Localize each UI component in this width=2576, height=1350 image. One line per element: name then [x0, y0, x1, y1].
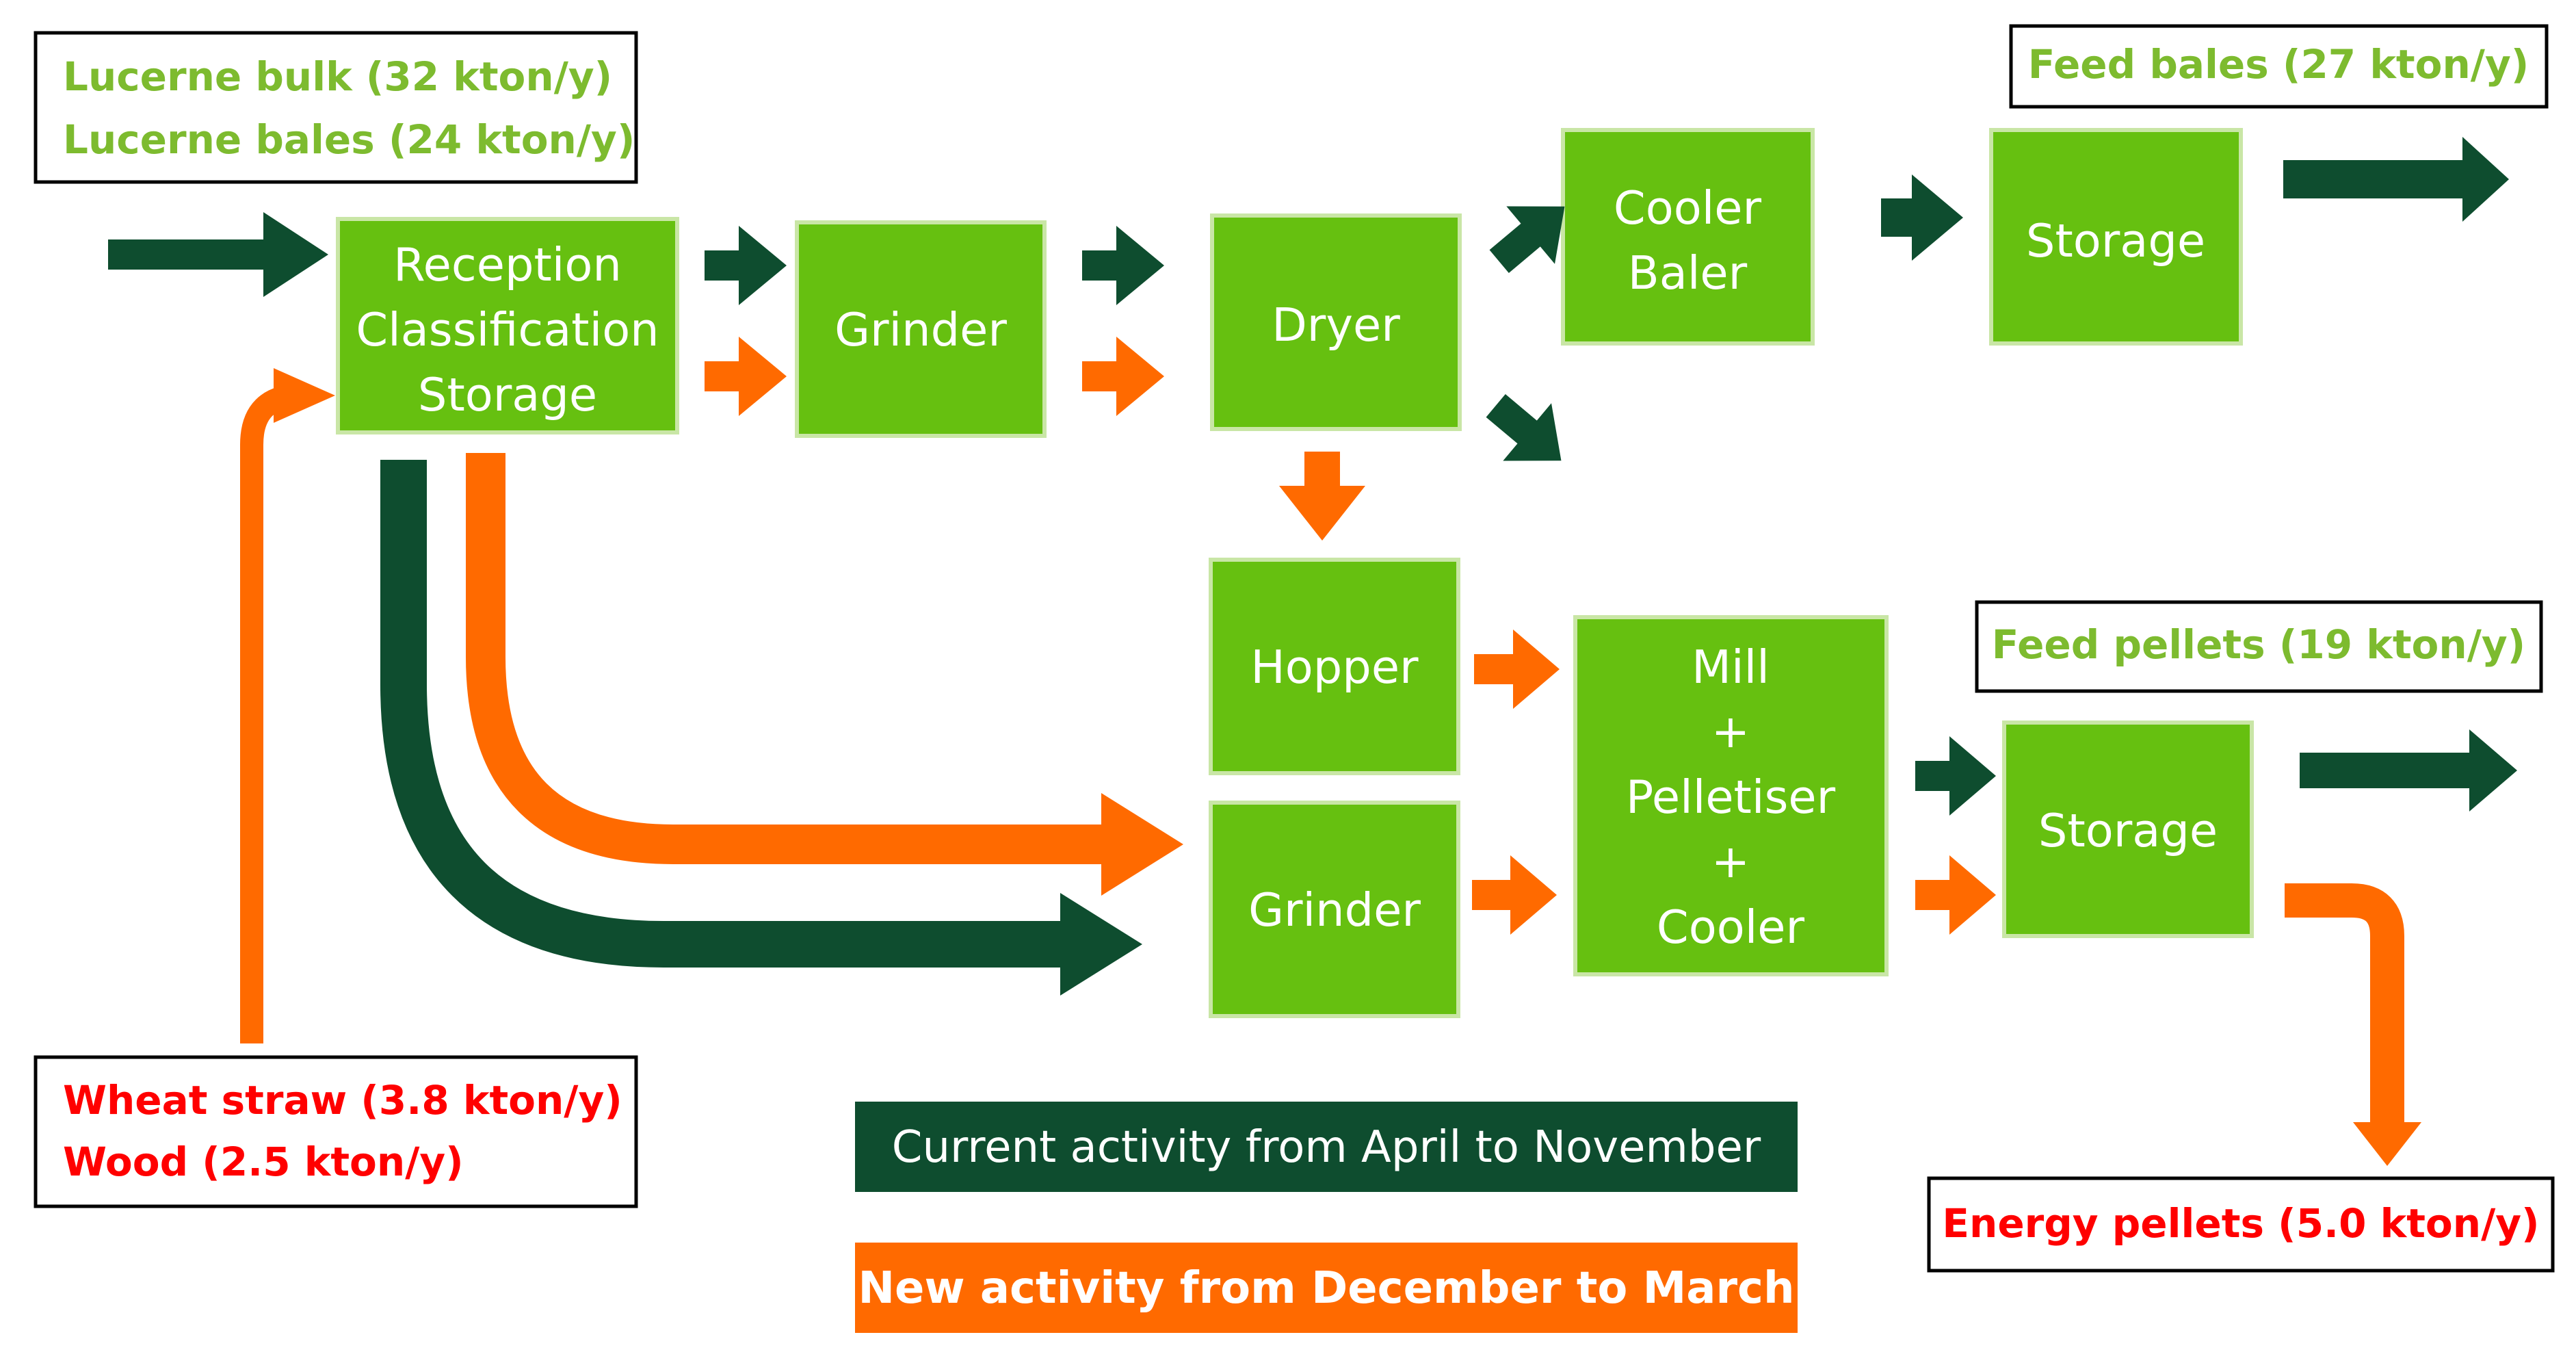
grinder-to-dryer-green-arrow [1082, 226, 1164, 305]
cooler-label: Cooler [1614, 181, 1762, 235]
storage-top-label: Storage [2026, 214, 2205, 268]
legend-new-label: New activity from December to March [858, 1263, 1794, 1314]
plus-label-2: + [1711, 835, 1750, 888]
straw-wood-input-arrow-line [240, 384, 302, 1043]
grinder-bottom-label: Grinder [1248, 883, 1421, 937]
hopper-label: Hopper [1250, 640, 1419, 694]
grinder-to-dryer-orange-arrow [1082, 337, 1164, 416]
mill-pelletiser-cooler-box: Mill + Pelletiser + Cooler [1573, 615, 1889, 976]
straw-wood-input-arrowhead [274, 368, 335, 423]
pelletiser-label: Pelletiser [1626, 770, 1836, 824]
dryer-label: Dryer [1272, 298, 1400, 352]
storage-top-box: Storage [1989, 128, 2243, 346]
mill-to-storage-green-arrow [1915, 736, 1996, 816]
dryer-to-hopper-arrow [1279, 452, 1365, 541]
legend-current-label: Current activity from April to November [892, 1122, 1761, 1173]
storage-bottom-label: Storage [2038, 804, 2218, 857]
wheat-straw-label: Wheat straw (3.8 kton/y) [63, 1077, 622, 1124]
legend-new-activity: New activity from December to March [855, 1243, 1798, 1333]
grinder-top-label: Grinder [834, 303, 1007, 356]
grinder-bottom-box: Grinder [1209, 801, 1460, 1018]
lucerne-input-arrow [108, 212, 328, 297]
cooler-baler-box: Cooler Baler [1561, 128, 1815, 346]
mill-label: Mill [1692, 640, 1770, 694]
wood-label: Wood (2.5 kton/y) [63, 1139, 464, 1185]
energy-pellets-output-box: Energy pellets (5.0 kton/y) [1927, 1176, 2555, 1273]
reception-classification-storage-box: Reception Classification Storage [336, 217, 679, 434]
plus-label-1: + [1711, 705, 1750, 758]
classification-label: Classification [356, 303, 659, 356]
reception-to-grinder-orange-arrow [705, 337, 787, 416]
feed-pellets-output-box: Feed pellets (19 kton/y) [1975, 600, 2543, 693]
dryer-box: Dryer [1210, 213, 1462, 431]
reception-to-grinder-green-arrow [705, 226, 787, 305]
baler-label: Baler [1628, 246, 1748, 300]
lucerne-input-box: Lucerne bulk (32 kton/y) Lucerne bales (… [34, 31, 638, 184]
reception-to-bottom-grinder-orange-arrow [466, 453, 1183, 896]
hopper-box: Hopper [1209, 558, 1460, 775]
reception-to-bottom-grinder-green-arrow [380, 460, 1142, 996]
feed-pellets-label: Feed pellets (19 kton/y) [1992, 621, 2525, 668]
feed-bales-output-box: Feed bales (27 kton/y) [2009, 24, 2549, 109]
mill-to-storage-orange-arrow [1915, 855, 1996, 935]
feed-bales-label: Feed bales (27 kton/y) [2028, 41, 2529, 88]
cooler-bottom-label: Cooler [1657, 900, 1805, 954]
feed-pellets-output-arrow [2300, 729, 2517, 812]
storage-to-energy-pellets-arrow [2285, 883, 2404, 1122]
reception-label: Reception [393, 238, 622, 291]
lucerne-bulk-label: Lucerne bulk (32 kton/y) [63, 53, 612, 100]
storage-label: Storage [418, 368, 597, 421]
dryer-to-cooler-baler-arrow [1489, 206, 1565, 273]
cooler-baler-to-storage-arrow [1881, 174, 1963, 261]
hopper-to-mill-arrow [1474, 629, 1560, 709]
grinder-top-box: Grinder [795, 220, 1047, 438]
energy-pellets-label: Energy pellets (5.0 kton/y) [1942, 1200, 2539, 1247]
feed-bales-output-arrow [2283, 137, 2509, 222]
energy-pellets-arrowhead [2353, 1122, 2421, 1166]
dryer-diagonal-down-arrow [1486, 394, 1562, 461]
storage-bottom-box: Storage [2002, 721, 2254, 938]
lucerne-bales-label: Lucerne bales (24 kton/y) [63, 116, 635, 163]
wheat-straw-wood-input-box: Wheat straw (3.8 kton/y) Wood (2.5 kton/… [34, 1055, 638, 1208]
legend-current-activity: Current activity from April to November [855, 1102, 1798, 1192]
grinder-to-mill-arrow [1472, 855, 1557, 935]
